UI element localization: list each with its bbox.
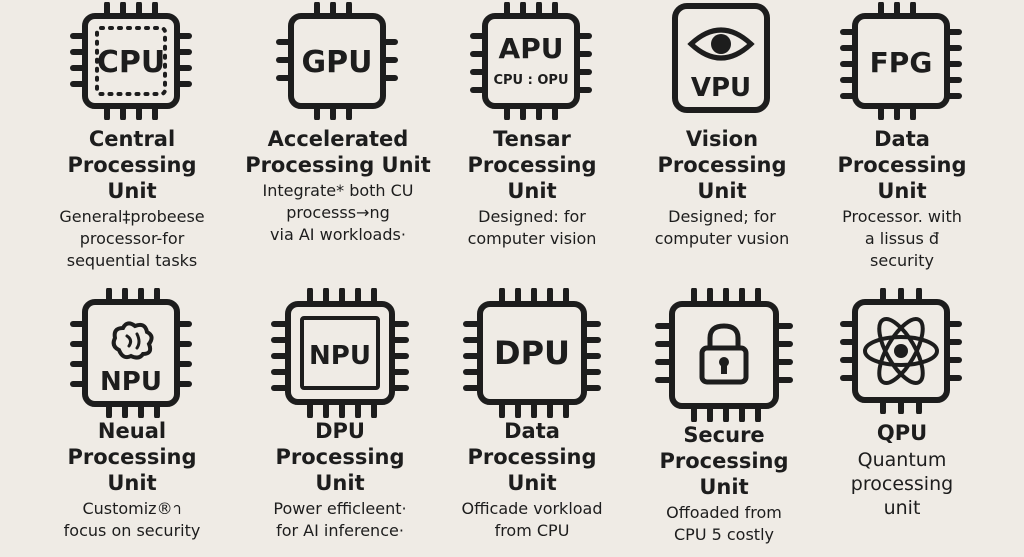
card-description: Integrate* both CU processs→ng via AI wo…: [262, 181, 414, 244]
chip-label: DPU: [494, 334, 570, 372]
vpu-eye-chip-icon: VPU: [672, 3, 770, 113]
card-title: DPU Processing Unit: [275, 419, 405, 495]
card-apu: APU CPU : OPU Tensar Processing Unit Des…: [430, 2, 634, 250]
card-dpu-npu: NPU DPU Processing Unit Power efficleent…: [238, 288, 442, 542]
card-title: Vision Processing Unit: [657, 127, 787, 203]
card-description: Customiz®า focus on security: [63, 499, 201, 540]
chip-label: NPU: [309, 341, 371, 371]
card-title: Accelerated Processing Unit: [245, 127, 431, 177]
card-qpu: QPU Quantum processing unit: [800, 288, 1004, 520]
card-dpu: DPU Data Processing Unit Officade vorklo…: [430, 288, 634, 542]
card-title: Central Processing Unit: [67, 127, 197, 203]
card-title: Data Processing Unit: [837, 127, 967, 203]
chip-label: CPU: [97, 45, 165, 80]
card-gpu: GPU Accelerated Processing Unit Integrat…: [236, 2, 440, 246]
atom-chip-icon: [840, 288, 962, 414]
card-description: Designed: for computer vision: [467, 207, 597, 248]
card-description: Processor. with a lissus đ security: [842, 207, 962, 270]
card-title: Secure Processing Unit: [659, 423, 789, 499]
fpg-chip-icon: FPG: [840, 2, 962, 120]
chip-label: VPU: [691, 73, 751, 103]
npu-brain-chip-icon: NPU: [70, 288, 192, 418]
card-title: Neual Processing Unit: [67, 419, 197, 495]
card-description: Officade vorkload from CPU: [461, 499, 603, 540]
apu-chip-icon: APU CPU : OPU: [470, 2, 592, 120]
card-title: Tensar Processing Unit: [467, 127, 597, 203]
card-description: Quantum processing unit: [850, 449, 954, 519]
cpu-chip-icon: CPU: [70, 2, 192, 120]
chip-label: APU: [499, 32, 564, 65]
card-fpg: FPG Data Processing Unit Processor. with…: [800, 2, 1004, 272]
card-description: Power efficleent· for AI inference·: [273, 499, 407, 540]
card-title: QPU: [876, 421, 928, 445]
dpu-chip-icon: DPU: [463, 288, 601, 418]
chip-label: FPG: [870, 46, 933, 79]
card-description: Designed; for computer vusion: [654, 207, 790, 248]
gpu-chip-icon: GPU: [276, 2, 398, 120]
npu-chip-icon: NPU: [271, 288, 409, 418]
card-neural: NPU Neual Processing Unit Customiz®า foc…: [30, 288, 234, 542]
chip-sublabel: CPU : OPU: [493, 73, 568, 88]
lock-chip-icon: [655, 288, 793, 422]
card-description: General‡probeese processor-for sequentia…: [59, 207, 205, 270]
card-vpu: VPU Vision Processing Unit Designed; for…: [620, 2, 824, 250]
chip-label: NPU: [100, 367, 162, 397]
card-title: Data Processing Unit: [467, 419, 597, 495]
card-description: Offoaded from CPU 5 costly: [666, 503, 782, 544]
card-secure: Secure Processing Unit Offoaded from CPU…: [622, 288, 826, 546]
card-cpu: CPU Central Processing Unit General‡prob…: [30, 2, 234, 272]
chip-label: GPU: [302, 45, 373, 80]
